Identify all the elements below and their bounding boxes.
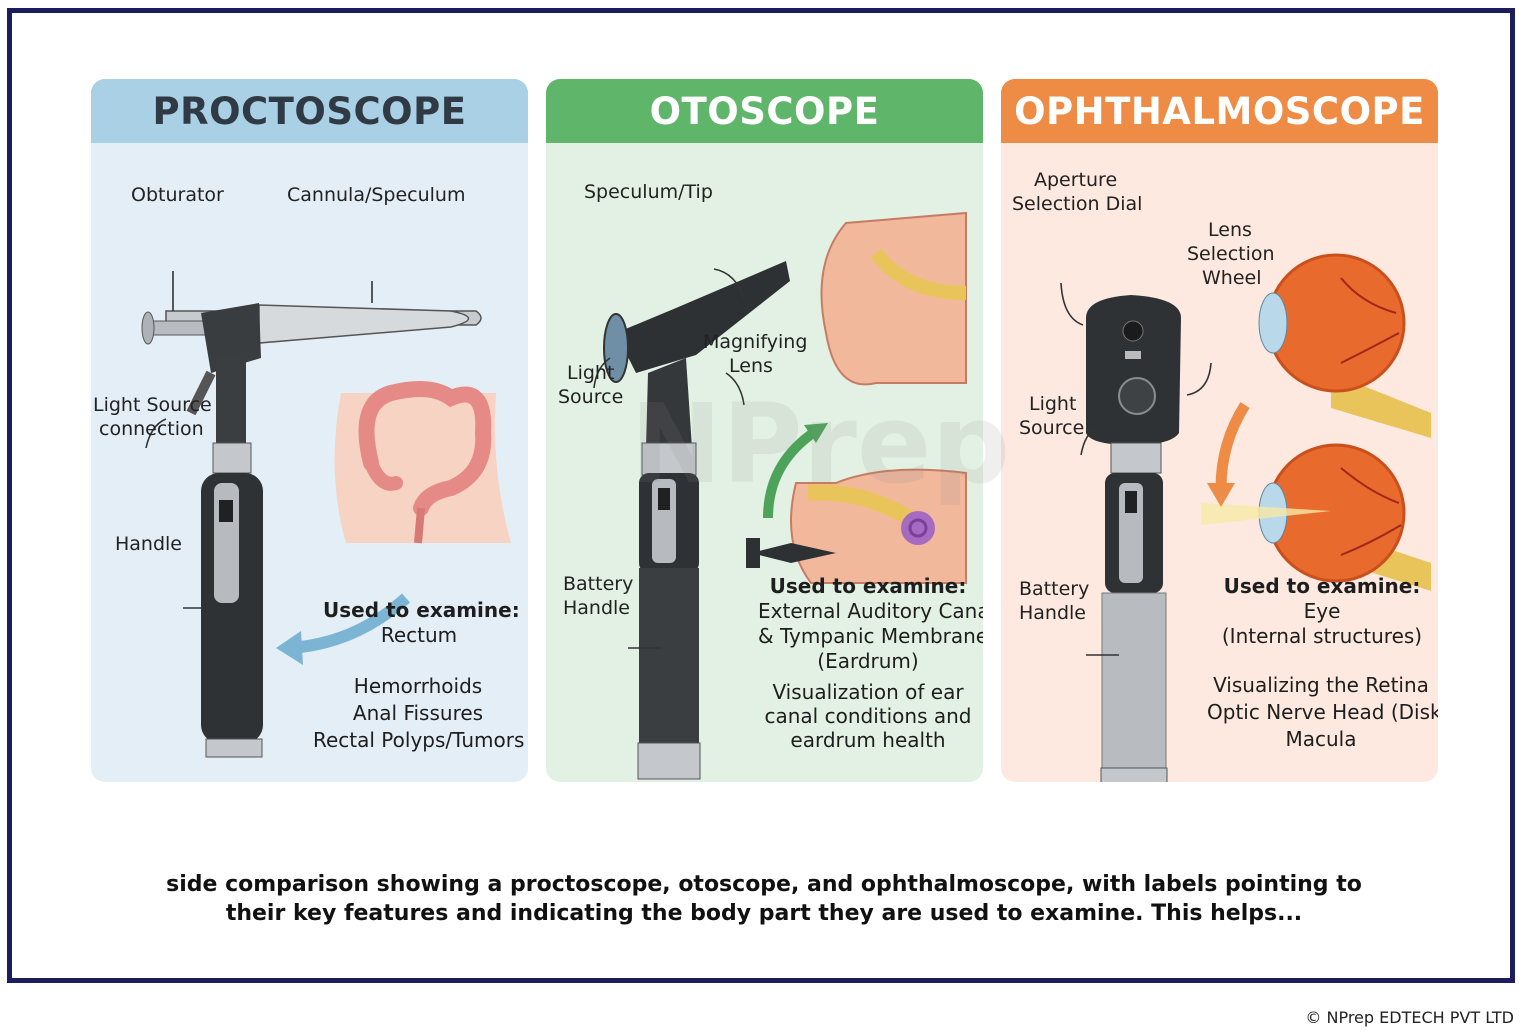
otoscope-title: OTOSCOPE: [546, 79, 983, 143]
used-line: Eye: [1303, 599, 1341, 623]
obturator-label: Obturator: [131, 184, 224, 206]
ear-illustration: [790, 211, 967, 584]
battery-handle-label-line1: Battery: [1019, 578, 1090, 600]
caption-line: their key features and indicating the bo…: [225, 901, 1303, 926]
condition-line: Visualization of ear: [772, 680, 964, 704]
light-source-label-line2: Source: [558, 386, 624, 408]
proctoscope-illustration: [91, 143, 528, 782]
proctoscope-conditions: Hemorrhoids Anal Fissures Rectal Polyps/…: [313, 673, 525, 754]
battery-handle-label-line2: Handle: [1019, 602, 1087, 624]
condition-line: eardrum health: [790, 728, 946, 752]
speculum-label: Speculum/Tip: [584, 181, 713, 203]
condition-line: Anal Fissures: [352, 701, 484, 725]
used-title: Used to examine:: [769, 574, 967, 598]
otoscope-instrument: [603, 261, 836, 780]
condition-line: Hemorrhoids: [353, 674, 483, 698]
condition-line: Macula: [1285, 727, 1357, 751]
colon-illustration: [334, 381, 511, 544]
battery-handle-label-line2: Handle: [563, 597, 631, 619]
battery-handle-label-line1: Battery: [563, 573, 634, 595]
caption-line: side comparison showing a proctoscope, o…: [166, 872, 1362, 897]
condition-line: Rectal Polyps/Tumors: [313, 728, 525, 752]
lens-wheel-label-line2: Selection: [1187, 243, 1275, 265]
light-source-label-line1: Light: [1029, 393, 1077, 415]
ophthalmoscope-title: OPHTHALMOSCOPE: [1001, 79, 1438, 143]
eye-illustration: [1201, 253, 1431, 591]
proctoscope-title: PROCTOSCOPE: [91, 79, 528, 143]
condition-line: Optic Nerve Head (Disk): [1207, 700, 1438, 724]
used-line: (Eardrum): [817, 649, 919, 673]
proctoscope-instrument: [141, 303, 482, 758]
magnifying-lens-label-line1: Magnifying: [703, 331, 808, 353]
otoscope-panel: OTOSCOPE: [546, 79, 983, 782]
used-title: Used to examine:: [323, 598, 520, 622]
figure-caption: side comparison showing a proctoscope, o…: [60, 870, 1468, 928]
proctoscope-used-to-examine: Used to examine: Rectum: [323, 598, 520, 648]
otoscope-used-to-examine: Used to examine: External Auditory Canal…: [758, 574, 983, 674]
lens-wheel-label-line3: Wheel: [1202, 267, 1262, 289]
proctoscope-panel: PROCTOSCOPE: [91, 79, 528, 782]
aperture-dial-label-line2: Selection Dial: [1012, 193, 1143, 215]
used-line: External Auditory Canal: [758, 599, 983, 623]
used-line: & Tympanic Membrane: [758, 624, 983, 648]
ophthalmoscope-panel: OPHTHALMOSCOPE: [1001, 79, 1438, 782]
used-line: Rectum: [380, 623, 458, 647]
copyright-notice: © NPrep EDTECH PVT LTD: [1305, 1008, 1514, 1027]
light-source-label-line2: Source: [1019, 417, 1085, 439]
otoscope-conditions: Visualization of ear canal conditions an…: [758, 680, 978, 752]
condition-line: canal conditions and: [764, 704, 972, 728]
otoscope-illustration: [546, 143, 983, 782]
ophthalmoscope-instrument: [1086, 295, 1181, 782]
light-source-label-line1: Light: [567, 362, 615, 384]
ophthalmoscope-used-to-examine: Used to examine: Eye (Internal structure…: [1211, 574, 1433, 649]
ophthalmoscope-illustration: [1001, 143, 1438, 782]
light-source-label-line1: Light Source: [93, 394, 212, 416]
nprep-watermark: NPrep: [630, 380, 1011, 508]
condition-line: Visualizing the Retina: [1213, 673, 1429, 697]
lens-wheel-label-line1: Lens: [1208, 219, 1252, 241]
magnifying-lens-label-line2: Lens: [729, 355, 773, 377]
handle-label: Handle: [115, 533, 183, 555]
used-line: (Internal structures): [1221, 624, 1423, 648]
cannula-label: Cannula/Speculum: [287, 184, 466, 206]
light-source-label-line2: connection: [99, 418, 204, 440]
used-title: Used to examine:: [1223, 574, 1421, 598]
aperture-dial-label-line1: Aperture: [1034, 169, 1118, 191]
ophthalmoscope-conditions: Visualizing the Retina Optic Nerve Head …: [1207, 672, 1438, 753]
